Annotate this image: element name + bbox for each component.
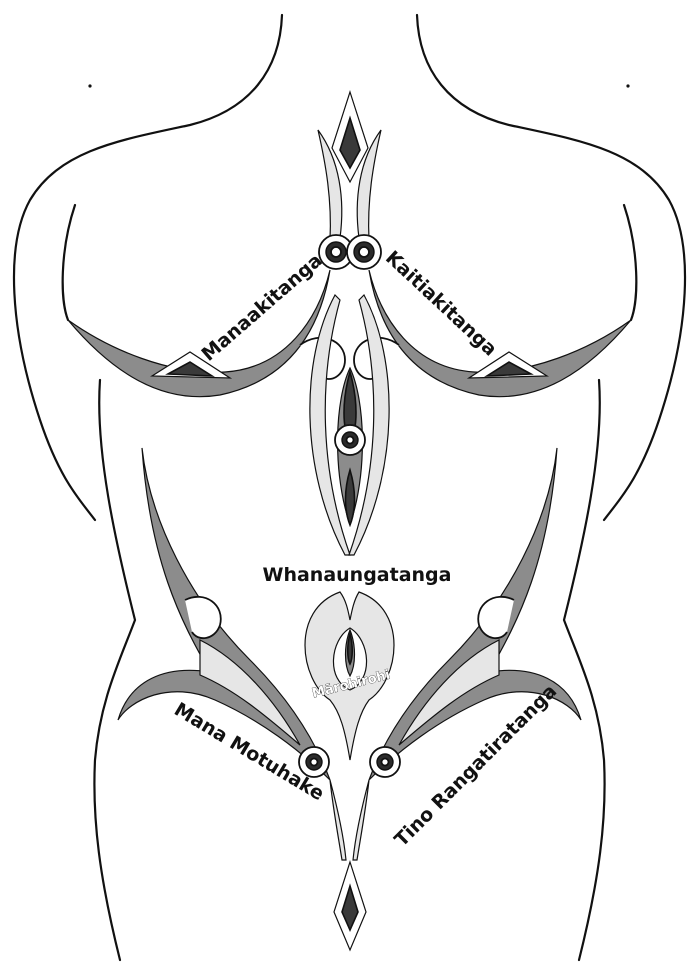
lower-right-sweep bbox=[369, 448, 581, 780]
right-shoulder-sweep bbox=[354, 270, 631, 397]
label-whanaungatanga: Whanaungatanga bbox=[263, 564, 452, 586]
bottom-spine bbox=[330, 780, 369, 950]
central-pod bbox=[310, 295, 389, 555]
left-shoulder-sweep bbox=[68, 270, 345, 397]
